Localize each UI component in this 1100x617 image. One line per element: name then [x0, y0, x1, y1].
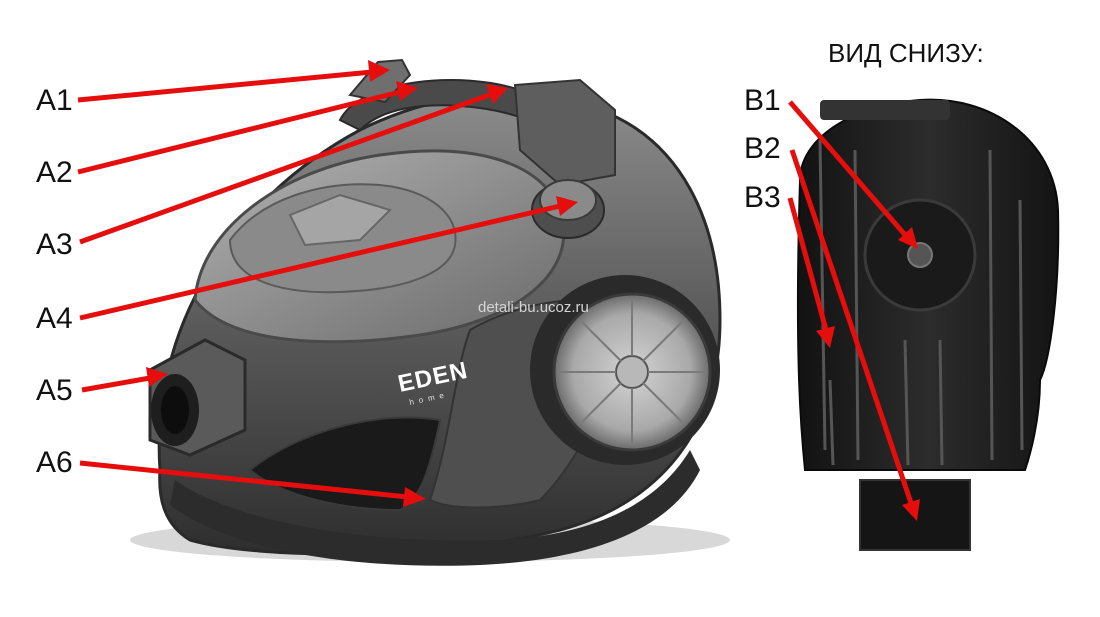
underside-heading: ВИД СНИЗУ:: [828, 38, 984, 68]
label-a6: A6: [36, 446, 73, 479]
label-a5: A5: [36, 374, 73, 407]
label-a4: A4: [36, 302, 73, 335]
annotation-arrows: [77, 60, 920, 521]
arrow-a6: [79, 460, 426, 507]
label-a1: A1: [36, 84, 73, 117]
label-a2: A2: [36, 156, 73, 189]
arrow-b1: [788, 100, 918, 249]
label-b2: B2: [744, 132, 781, 165]
arrow-a4: [79, 196, 578, 321]
label-b3: B3: [744, 181, 781, 214]
arrow-a1: [77, 60, 390, 103]
arrow-a2: [77, 81, 418, 175]
underside-illustration: [796, 98, 1060, 551]
arrow-b2: [789, 149, 920, 521]
arrow-a5: [81, 367, 168, 393]
arrow-b3: [787, 197, 835, 348]
watermark-text: detali-bu.ucoz.ru: [478, 299, 589, 316]
arrow-a3: [79, 84, 508, 245]
label-b1: B1: [744, 84, 781, 117]
label-a3: A3: [36, 228, 73, 261]
